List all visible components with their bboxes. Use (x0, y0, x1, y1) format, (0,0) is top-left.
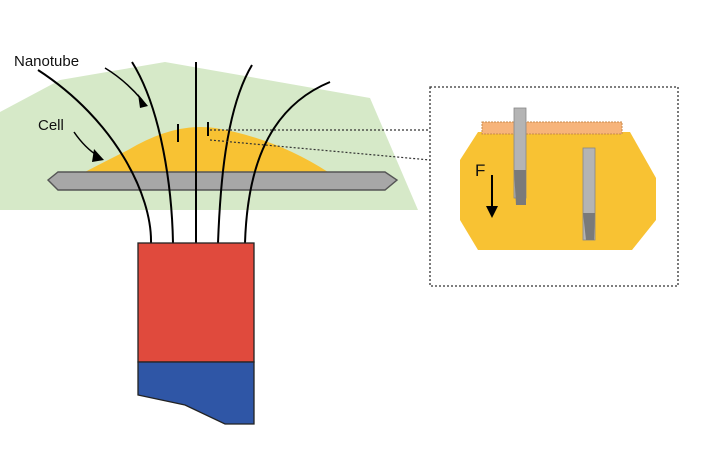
holder-top (137, 242, 255, 363)
inset-membrane (481, 121, 623, 135)
inset-probe-2 (582, 147, 596, 241)
nanotube-2 (131, 61, 174, 244)
nanotube-5 (244, 81, 331, 244)
zoom-connector (209, 129, 431, 161)
embedded-nanotubes (177, 122, 209, 142)
nanotube-4 (217, 64, 253, 244)
force-label: F (475, 161, 485, 180)
nanotube-label: Nanotube (14, 53, 79, 70)
cell-label: Cell (38, 117, 64, 134)
label-arrows (73, 67, 148, 162)
force-arrow (486, 175, 498, 218)
holder-bottom (137, 361, 255, 425)
nanotube-1 (37, 69, 153, 244)
nanotube-bundle (37, 61, 331, 244)
cell-body (85, 126, 328, 172)
inset-cell (460, 132, 656, 250)
inset-probe-1 (513, 107, 527, 205)
